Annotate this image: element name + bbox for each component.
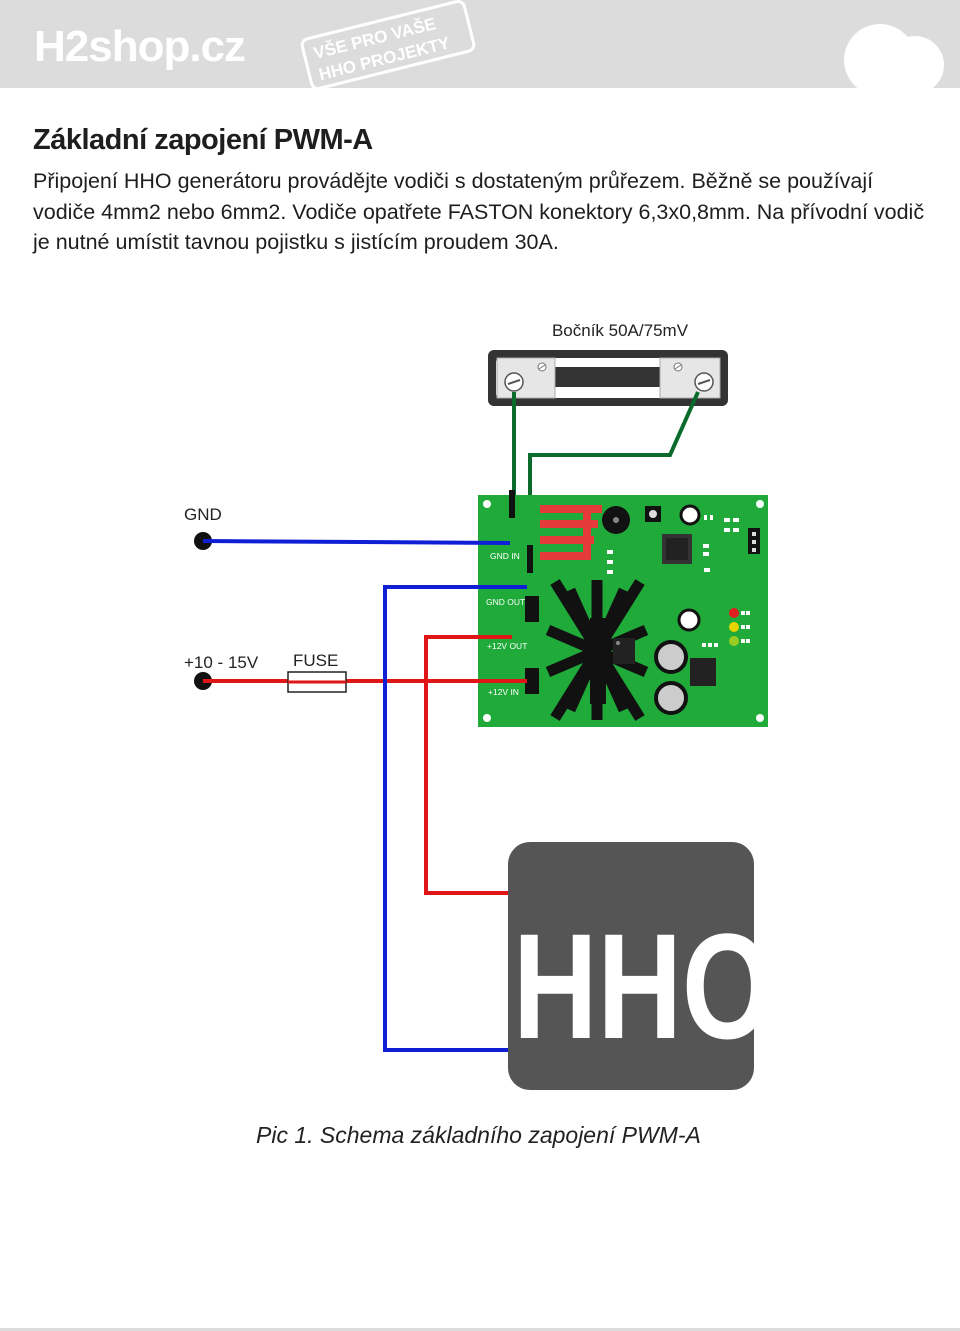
gnd-wire: [202, 539, 511, 545]
shunt: [488, 350, 728, 406]
pcb-label-12v-out: +12V OUT: [487, 641, 527, 651]
pcb-label-gnd-in: GND IN: [490, 551, 520, 561]
footer-divider: [0, 1328, 960, 1331]
pwm-board: GND IN GND OUT +12V OUT +12V IN: [478, 490, 768, 727]
hho-generator: [508, 842, 754, 1090]
wiring-diagram: Bočník 50A/75mV: [184, 321, 773, 1090]
figure-caption: Pic 1. Schema základního zapojení PWM-A: [256, 1122, 701, 1148]
cloud-shape: [886, 36, 944, 88]
pcb-label-gnd-out: GND OUT: [486, 597, 525, 607]
pcb-label-12v-in: +12V IN: [488, 687, 519, 697]
page-header: H2shop.cz VŠE PRO VAŠE HHO PROJEKTY: [0, 0, 960, 88]
intro-paragraph: Připojení HHO generátoru provádějte vodi…: [33, 169, 925, 254]
fuse-label: FUSE: [293, 651, 338, 670]
v12-out-wire: [424, 635, 512, 895]
gnd-label: GND: [184, 505, 222, 524]
supply-label: +10 - 15V: [184, 653, 259, 672]
site-logo: H2shop.cz: [34, 22, 246, 71]
gnd-out-wire: [383, 585, 527, 1052]
shunt-label: Bočník 50A/75mV: [552, 321, 689, 340]
slogan-badge: VŠE PRO VAŠE HHO PROJEKTY: [298, 0, 478, 88]
page-title: Základní zapojení PWM-A: [33, 124, 373, 156]
hho-label: HHO: [513, 902, 773, 1070]
